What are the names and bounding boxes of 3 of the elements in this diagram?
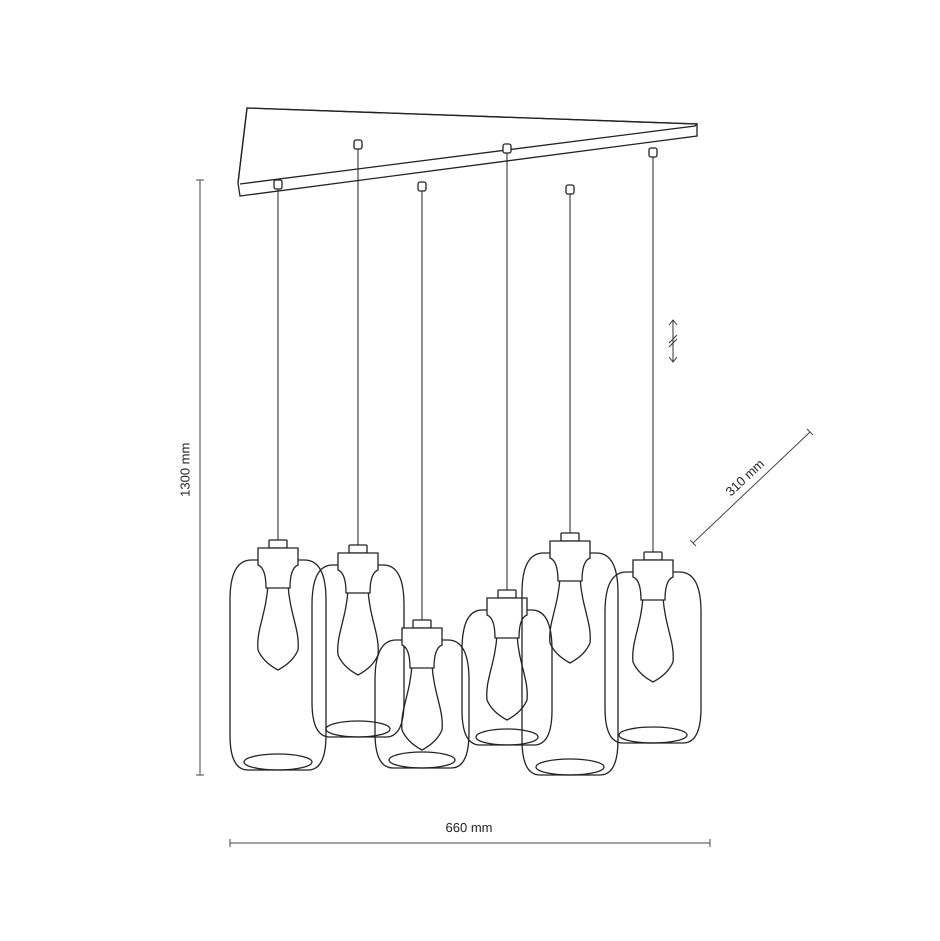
dimension-label: 660 mm <box>444 819 494 837</box>
dimension-label: 1300 mm <box>176 442 194 499</box>
dimension-label: 310 mm <box>722 455 768 502</box>
